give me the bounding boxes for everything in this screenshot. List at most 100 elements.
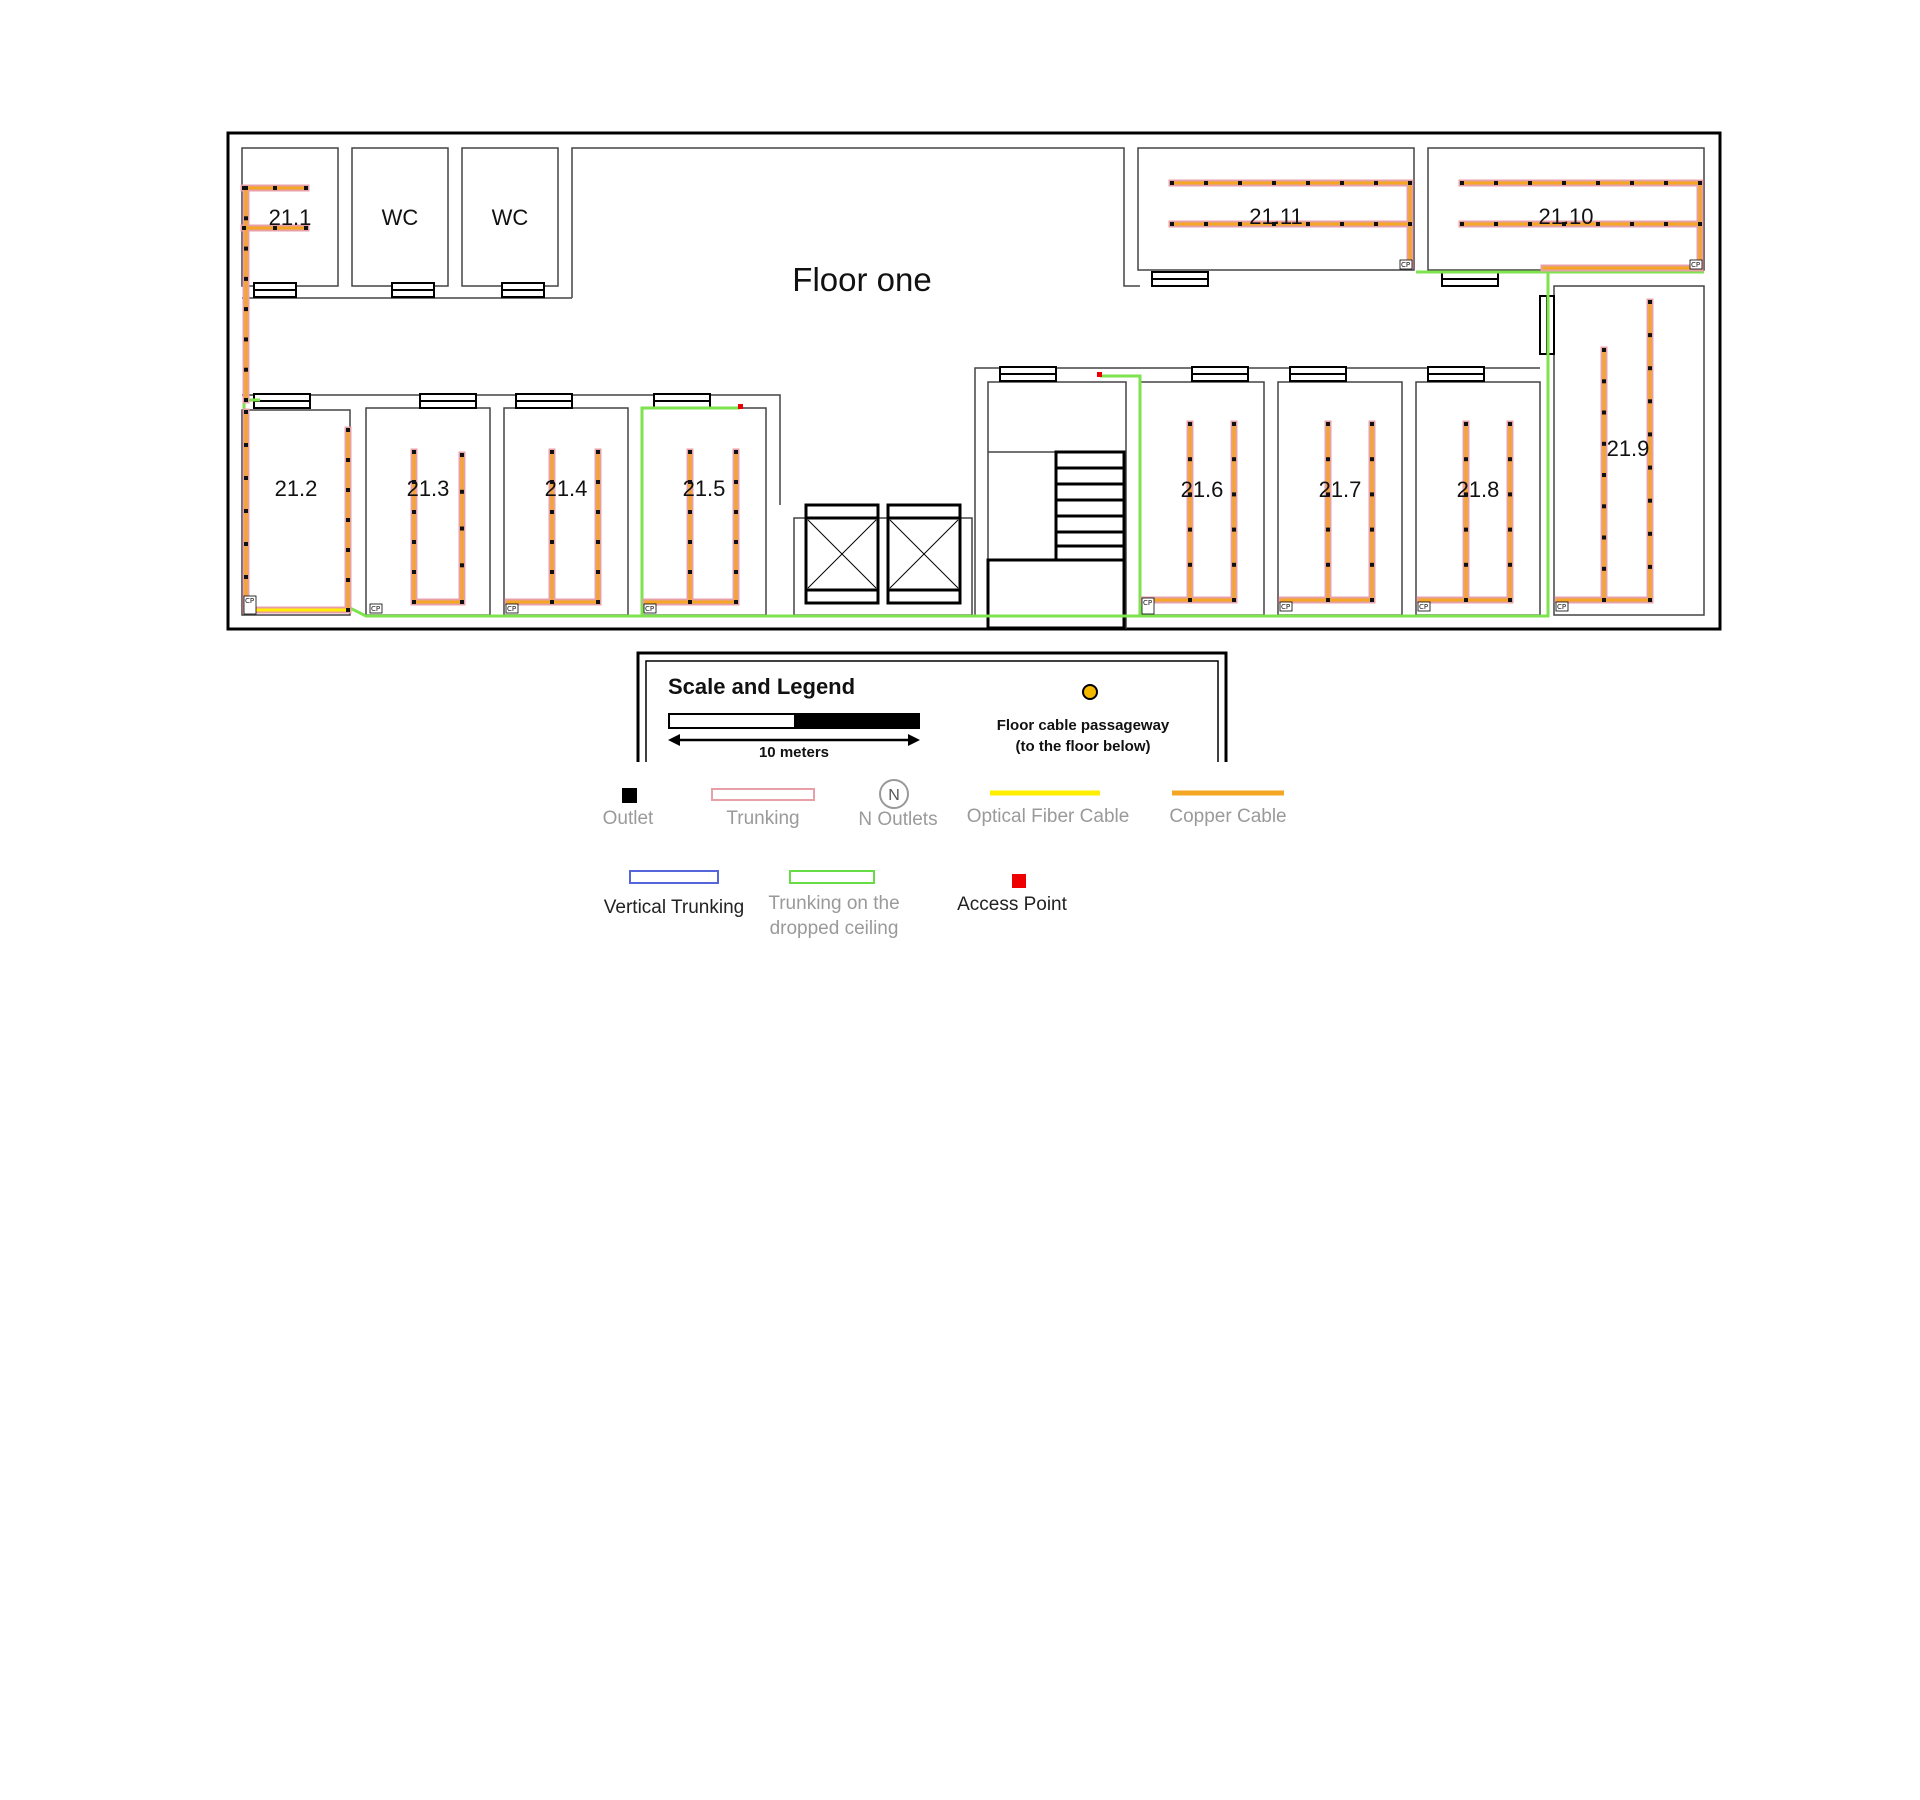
passageway-label-1: Floor cable passageway <box>997 717 1170 734</box>
outlet-marker <box>460 489 464 494</box>
legend-access-point: Access Point <box>957 894 1068 915</box>
outlet-marker <box>244 307 248 312</box>
outlet-marker <box>688 540 692 544</box>
room-label-21-1: 21.1 <box>269 205 312 230</box>
room-21-11-wall <box>1137 147 1415 271</box>
outlet-marker <box>1232 598 1236 602</box>
outlet-marker <box>1602 535 1606 540</box>
outlet-marker <box>1648 432 1652 437</box>
outlet-marker <box>1188 598 1192 602</box>
n-outlets-symbol: N <box>888 787 900 804</box>
outlet-marker <box>1370 562 1374 567</box>
outlet-marker <box>596 570 600 574</box>
outlet-marker <box>1648 465 1652 470</box>
svg-text:CP: CP <box>1557 603 1566 611</box>
legend-vertical-trunking: Vertical Trunking <box>604 897 744 918</box>
legend-trunking: Trunking <box>726 808 799 829</box>
outlet-marker <box>1326 527 1330 532</box>
outlet-marker <box>1188 422 1192 426</box>
outlet-marker <box>1272 181 1276 185</box>
door <box>1427 366 1485 382</box>
outlet-marker <box>346 458 350 462</box>
outlet-marker <box>688 570 692 574</box>
room-label-21-8: 21.8 <box>1457 477 1500 502</box>
door <box>1289 366 1347 382</box>
door <box>999 366 1057 382</box>
outlet-marker <box>244 216 248 221</box>
outlet-marker <box>346 608 350 612</box>
stairs <box>986 450 1126 630</box>
svg-text:CP: CP <box>245 597 254 605</box>
outlet-marker <box>1204 222 1208 226</box>
outlet-marker <box>244 246 248 251</box>
outlet-marker <box>1170 222 1174 226</box>
outlet-marker <box>1370 598 1374 602</box>
outlet-marker <box>550 450 554 454</box>
outlet-marker <box>1340 222 1344 226</box>
outlet-marker <box>1648 333 1652 338</box>
outlet-marker <box>550 480 554 484</box>
outlet-marker <box>1596 181 1600 185</box>
outlet-marker <box>1648 531 1652 536</box>
outlet-marker <box>1306 222 1310 226</box>
room-21-9-wall <box>1553 285 1705 616</box>
outlet-marker <box>304 226 308 230</box>
outlet-marker <box>1602 410 1606 415</box>
outlet-marker <box>346 488 350 492</box>
outlet-marker <box>1664 222 1668 226</box>
svg-text:CP: CP <box>645 605 654 613</box>
outlet-marker <box>460 600 464 604</box>
outlet-marker <box>688 480 692 484</box>
outlet-marker <box>688 600 692 604</box>
room-label-21-5: 21.5 <box>683 476 726 501</box>
outlet-marker <box>1602 566 1606 571</box>
outlet-marker <box>412 480 416 484</box>
outlet-marker <box>1648 564 1652 569</box>
outlet-marker <box>1464 492 1468 497</box>
outlet-marker <box>304 186 308 190</box>
outlet-marker <box>1326 422 1330 426</box>
outlet-marker <box>1326 492 1330 497</box>
outlet-marker <box>1188 562 1192 567</box>
outlet-legend-icon <box>622 788 637 803</box>
outlet-marker <box>734 450 738 454</box>
outlet-marker <box>244 398 248 402</box>
legend-copper: Copper Cable <box>1169 806 1286 827</box>
outlet-marker <box>1508 562 1512 567</box>
outlet-marker <box>1464 527 1468 532</box>
outlet-marker <box>1188 492 1192 497</box>
legend-ceiling-trunking-2: dropped ceiling <box>770 918 899 939</box>
legend-optical-fiber: Optical Fiber Cable <box>967 806 1130 827</box>
outlet-marker <box>346 578 350 582</box>
outlet-marker <box>273 186 277 190</box>
outlet-marker <box>550 510 554 514</box>
access-point-legend-icon <box>1012 874 1026 888</box>
room-label-21-6: 21.6 <box>1181 477 1224 502</box>
room-label-21-11: 21.11 <box>1249 204 1302 229</box>
cp-box-21-10: CP <box>1689 259 1703 270</box>
outlet-marker <box>1508 457 1512 462</box>
door <box>253 393 311 409</box>
outlet-marker <box>1664 181 1668 185</box>
outlet-marker <box>1494 181 1498 185</box>
outlet-marker <box>1508 598 1512 602</box>
outlet-marker <box>412 510 416 514</box>
outlet-marker <box>1596 222 1600 226</box>
outlet-marker <box>1370 527 1374 532</box>
outlet-marker <box>734 570 738 574</box>
outlet-marker <box>596 540 600 544</box>
access-point <box>738 404 743 409</box>
outlet-marker <box>1326 562 1330 567</box>
outlet-marker <box>242 226 246 230</box>
outlet-marker <box>1630 181 1634 185</box>
outlet-marker <box>1238 222 1242 226</box>
outlet-marker <box>734 600 738 604</box>
outlet-marker <box>1648 366 1652 371</box>
outlet-marker <box>1188 527 1192 532</box>
passageway-icon <box>1082 684 1098 700</box>
outlet-marker <box>1648 300 1652 304</box>
outlet-marker <box>1370 422 1374 426</box>
outlet-marker <box>346 548 350 552</box>
outlet-marker <box>244 476 248 480</box>
scale-bar <box>668 713 920 746</box>
